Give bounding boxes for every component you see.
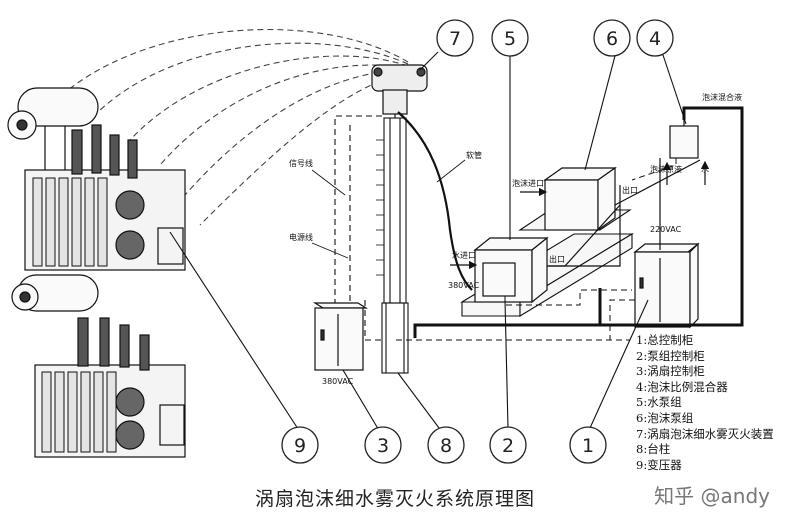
signal-pointer: [311, 159, 466, 259]
label-power-line: 电源线: [289, 232, 313, 242]
label-380vac-pump: 380VAC: [448, 281, 480, 290]
legend-item: 1:总控制柜: [636, 333, 694, 347]
cabinet-1: [633, 242, 700, 329]
callout-4: 4: [649, 28, 661, 50]
hose: [397, 111, 473, 291]
cabinet-3: [312, 302, 369, 371]
foam-pump-group: [543, 166, 617, 232]
label-signal-line: 信号线: [289, 158, 313, 168]
callout-7: 7: [449, 28, 461, 50]
callout-5: 5: [504, 28, 516, 50]
legend-item: 5:水泵组: [636, 395, 682, 410]
transformer-upper: [7, 87, 186, 271]
label-foam-mix: 泡沫混合液: [702, 92, 742, 102]
transformer-lower: [11, 274, 186, 458]
label-foam-inlet: 泡沫进口: [512, 178, 544, 188]
water-pump-group: [473, 236, 565, 304]
label-outlet-lower: 出口: [549, 254, 565, 264]
callout-2: 2: [502, 435, 514, 457]
diagram-title: 涡扇泡沫细水雾灭火系统原理图: [254, 488, 535, 510]
component-legend: 1:总控制柜 2:泵组控制柜 3:涡扇控制柜 4:泡沫比例混合器 5:水泵组 6…: [636, 333, 786, 473]
label-foam-stock: 泡沫原液: [650, 164, 682, 174]
foam-proportioner: [669, 120, 699, 159]
callout-1: 1: [582, 435, 594, 457]
legend-item: 9:变压器: [636, 457, 682, 472]
callout-numbers: 7 5 6 4 9 3 8 2 1: [294, 28, 661, 457]
label-water-inlet: 水进口: [452, 250, 476, 260]
legend-item: 8:台柱: [636, 442, 671, 457]
label-outlet-upper: 出口: [622, 185, 638, 195]
foam-mix-pipe: [413, 106, 744, 338]
legend-item: 7:涡扇泡沫细水雾灭火装置: [636, 426, 774, 441]
label-220vac: 220VAC: [650, 225, 682, 234]
callout-3: 3: [377, 435, 389, 457]
nozzle-head: [371, 64, 428, 118]
label-380vac-cabinet: 380VAC: [322, 377, 354, 386]
legend-item: 3:涡扇控制柜: [636, 364, 705, 379]
pillar: [376, 117, 409, 374]
callout-8: 8: [440, 435, 452, 457]
callout-markers: [281, 19, 674, 464]
legend-item: 6:泡沫泵组: [636, 410, 694, 425]
callout-leaders: [169, 51, 687, 433]
label-hose: 软管: [466, 150, 482, 160]
callout-6: 6: [606, 28, 618, 50]
label-water: 水: [701, 164, 709, 174]
signal-line: [334, 115, 382, 341]
legend-item: 4:泡沫比例混合器: [636, 379, 728, 394]
pipework: [547, 158, 701, 267]
callout-9: 9: [294, 435, 306, 457]
legend-item: 2:泵组控制柜: [636, 348, 705, 363]
watermark: 知乎 @andy: [654, 484, 770, 508]
